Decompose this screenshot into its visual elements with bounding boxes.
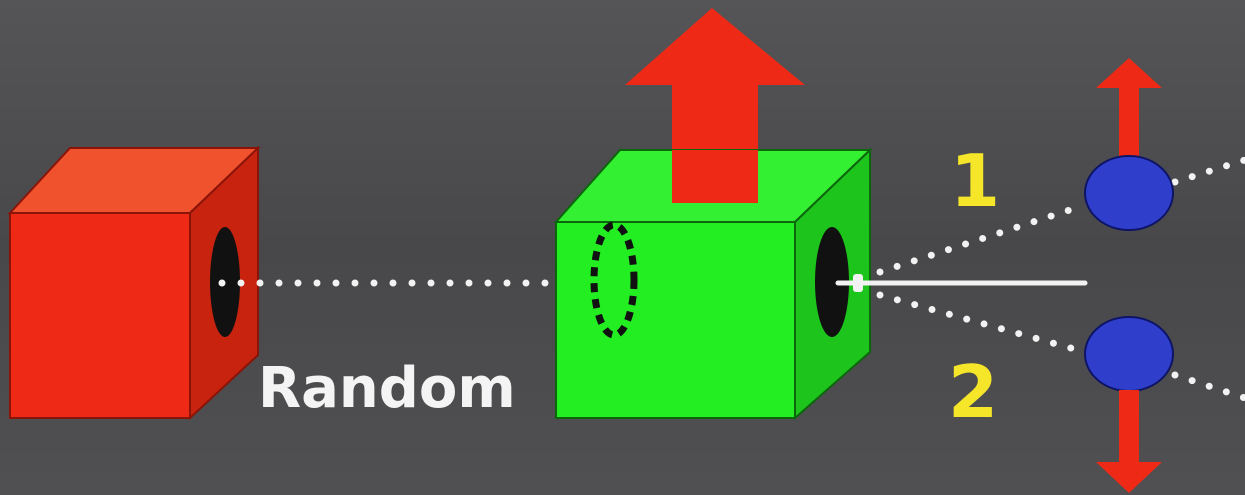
arrow-shaft-overlap: [672, 150, 758, 203]
random-label: Random: [258, 356, 516, 421]
particle-1: [1085, 156, 1173, 230]
path-1-label: 1: [950, 139, 1000, 223]
source-cube-front-face: [10, 213, 190, 418]
beam-center-marker: [853, 274, 863, 292]
filter-cube: [556, 150, 870, 418]
path-2-label: 2: [948, 350, 998, 434]
particle-2: [1085, 317, 1173, 391]
filter-cube-front-face: [556, 222, 795, 418]
